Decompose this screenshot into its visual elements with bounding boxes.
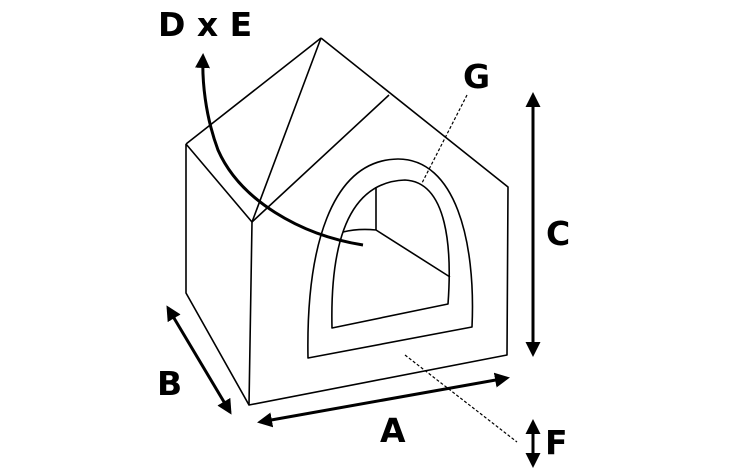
label-b: B <box>157 364 183 403</box>
door-interior-lines <box>342 187 451 278</box>
dimension-d-x-e-arrow <box>195 53 364 247</box>
label-c: C <box>546 214 571 253</box>
door-opening <box>331 179 450 329</box>
leader-line-g <box>421 94 468 184</box>
house-roof <box>185 37 390 223</box>
house-side-wall <box>185 143 253 406</box>
house-outline <box>185 37 509 406</box>
label-d-x-e: D x E <box>158 5 253 44</box>
dimension-a-arrow <box>257 372 510 428</box>
leader-line-f <box>404 354 518 443</box>
label-a: A <box>380 411 406 450</box>
dimension-b-arrow <box>166 305 232 415</box>
label-g: G <box>463 57 491 96</box>
label-f: F <box>545 423 568 462</box>
door-outer-frame <box>307 158 474 359</box>
